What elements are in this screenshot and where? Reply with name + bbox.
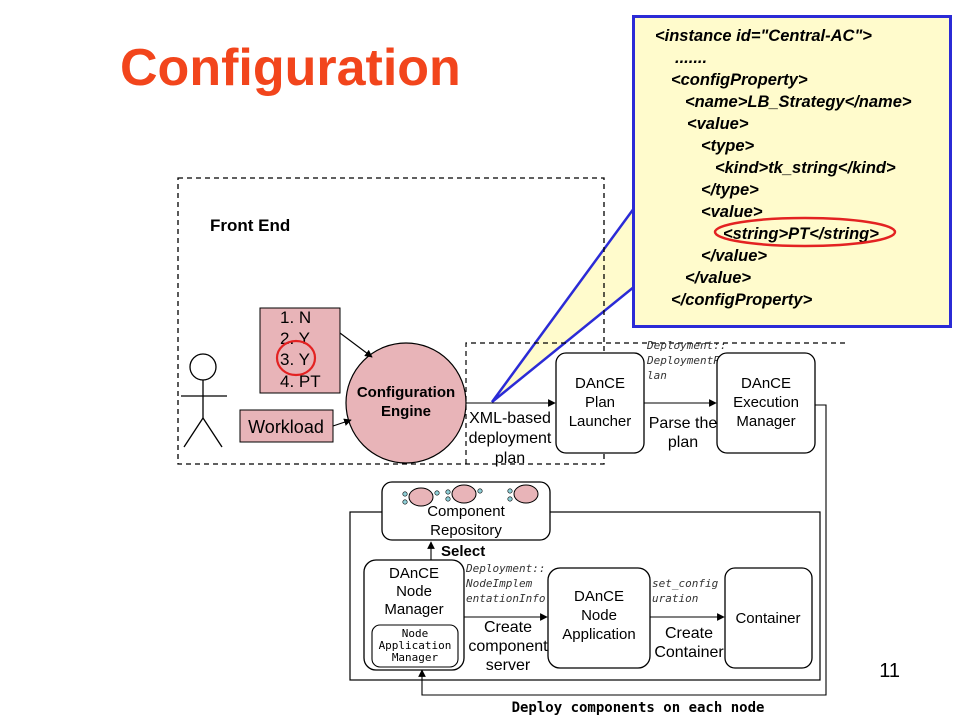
option-highlight [275, 339, 317, 377]
deployment-plan-note: DeploymentP [646, 354, 720, 367]
xml-line: </configProperty> [671, 291, 813, 309]
node-impl-note: Deployment:: [465, 562, 545, 575]
option-item: 3. Y [280, 350, 310, 369]
node-application-label: Node [581, 607, 617, 624]
xml-line: ....... [675, 49, 708, 67]
xml-line: <string>PT</string> [723, 225, 879, 243]
user-icon [181, 353, 227, 448]
node-manager-label: Manager [384, 601, 443, 618]
set-config-note: set_config [652, 577, 719, 590]
container-label: Container [735, 610, 800, 627]
option-item: 4. PT [280, 372, 321, 391]
workload-box [239, 409, 334, 443]
workload-label: Workload [248, 417, 324, 437]
set-config-note: uration [652, 592, 698, 605]
container-box [724, 567, 813, 669]
create-server-label: Create [484, 619, 532, 636]
xml-line: <value> [687, 115, 749, 133]
node-application-label: DAnCE [574, 588, 624, 605]
parse-plan-label: plan [668, 434, 698, 451]
options-list-box [259, 307, 341, 394]
xml-line: <value> [701, 203, 763, 221]
configuration-engine-label: Configuration [357, 384, 455, 401]
front-end-region [177, 177, 605, 465]
node-application-box [547, 567, 651, 669]
xml-plan-label: XML-based [469, 410, 551, 427]
create-server-label: server [486, 657, 531, 674]
node-impl-note: NodeImplem [465, 577, 533, 590]
select-label: Select [441, 543, 485, 560]
component-repository-label: Component [427, 503, 505, 520]
xml-line: <kind>tk_string</kind> [715, 159, 896, 177]
node-application-manager-label: Node [402, 627, 429, 640]
deploy-components-label: Deploy components on each node [512, 700, 765, 716]
slide-title: Configuration [120, 39, 461, 97]
node-impl-note: entationInfo [466, 592, 545, 605]
create-server-label: component [468, 638, 548, 655]
xml-plan-label: deployment [469, 430, 552, 447]
node-manager-label: Node [396, 583, 432, 600]
xml-callout: <instance id="Central-AC"> ....... <conf… [632, 15, 952, 328]
node-region [349, 511, 821, 681]
xml-line: </value> [685, 269, 752, 287]
xml-line: </type> [701, 181, 759, 199]
configuration-engine-label: Engine [381, 403, 431, 420]
deployment-plan-note: lan [647, 369, 667, 382]
options-to-engine-arrow [339, 332, 373, 358]
plan-launcher-label: DAnCE [575, 375, 625, 392]
component-repository-label: Repository [430, 522, 502, 539]
node-manager-label: DAnCE [389, 565, 439, 582]
execution-to-node-loop [418, 404, 827, 696]
node-application-manager-box [371, 624, 459, 668]
component-icon [408, 484, 539, 507]
xml-line: </value> [701, 247, 768, 265]
xml-line: <instance id="Central-AC"> [655, 27, 872, 45]
xml-plan-label: plan [495, 450, 525, 467]
xml-line: <type> [701, 137, 755, 155]
page-number: 11 [879, 660, 900, 682]
execution-manager-label: Manager [736, 413, 795, 430]
plan-region-border [465, 342, 845, 464]
node-application-manager-label: Application [379, 639, 452, 652]
create-container-label: Create [665, 625, 713, 642]
node-application-label: Application [562, 626, 635, 643]
plan-launcher-label: Plan [585, 394, 615, 411]
create-container-label: Container [654, 644, 724, 661]
execution-manager-box [716, 352, 816, 454]
deployment-plan-note: Deployment:: [646, 339, 726, 352]
parse-plan-label: Parse the [649, 415, 718, 432]
plan-launcher-label: Launcher [569, 413, 632, 430]
xml-line: <name>LB_Strategy</name> [685, 93, 912, 111]
option-item: 1. N [280, 308, 311, 327]
workload-to-engine-arrow [332, 418, 352, 427]
node-application-manager-label: Manager [392, 651, 439, 664]
xml-line: <configProperty> [671, 71, 808, 89]
front-end-label: Front End [210, 216, 290, 235]
execution-manager-label: DAnCE [741, 375, 791, 392]
execution-manager-label: Execution [733, 394, 799, 411]
